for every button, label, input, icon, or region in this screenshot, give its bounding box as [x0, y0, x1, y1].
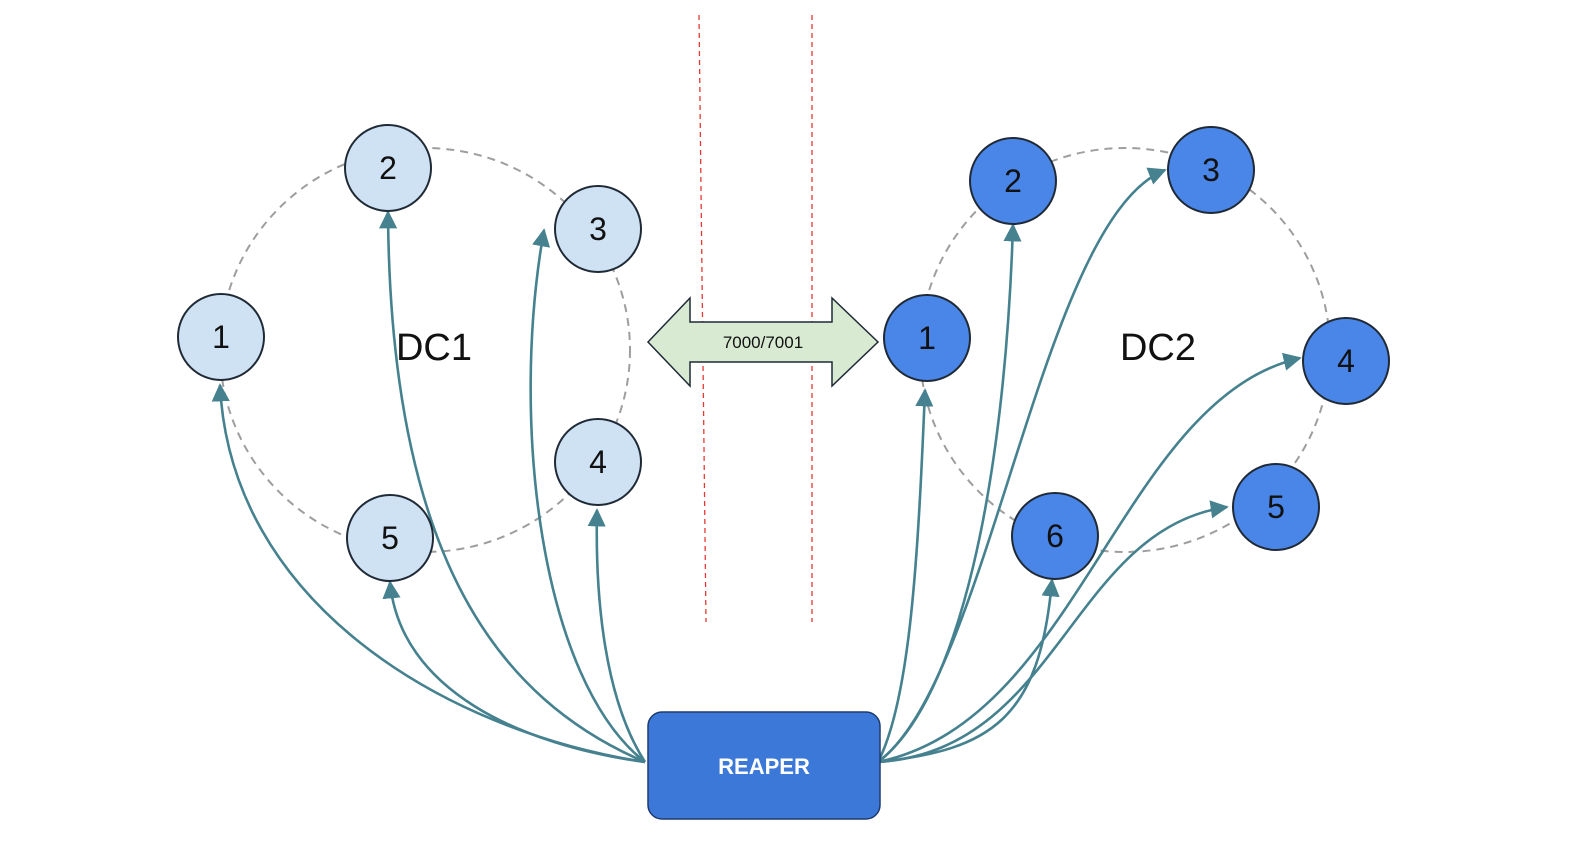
dc1-node-4: 4 — [554, 418, 642, 506]
separator-line-left — [698, 14, 707, 623]
dc1-node-5: 5 — [346, 494, 434, 582]
node-label: 5 — [1267, 489, 1285, 525]
dc2-node-2: 2 — [969, 137, 1057, 225]
connection-reaper-dc1-node-2 — [378, 210, 646, 764]
node-label: 3 — [1202, 152, 1220, 188]
dc2-node-1: 1 — [883, 294, 971, 382]
node-label: 1 — [918, 320, 936, 356]
dc1-label: DC1 — [396, 327, 472, 369]
dc2-node-6: 6 — [1011, 492, 1099, 580]
dc1-node-2: 2 — [344, 124, 432, 212]
inter-dc-link-label: 7000/7001 — [723, 333, 803, 352]
node-label: 1 — [212, 319, 230, 355]
node-label: 4 — [1337, 343, 1355, 379]
inter-dc-link-arrow — [646, 296, 880, 388]
reaper-label: REAPER — [718, 754, 810, 779]
connection-reaper-dc1-node-3 — [529, 228, 646, 764]
connection-reaper-dc2-node-3 — [877, 167, 1167, 764]
connection-reaper-dc2-node-1 — [876, 388, 934, 763]
node-label: 2 — [1004, 163, 1022, 199]
connection-reaper-dc1-node-5 — [382, 580, 646, 764]
node-label: 2 — [379, 150, 397, 186]
dc2-node-5: 5 — [1232, 463, 1320, 551]
dc1-node-1: 1 — [177, 293, 265, 381]
dc2-node-4: 4 — [1302, 317, 1390, 405]
connection-reaper-dc1-node-4 — [587, 508, 647, 763]
node-label: 6 — [1046, 518, 1064, 554]
dc2-label: DC2 — [1120, 327, 1196, 369]
node-label: 4 — [589, 444, 607, 480]
dc2-node-3: 3 — [1167, 126, 1255, 214]
connection-reaper-dc2-node-5 — [877, 500, 1229, 764]
dc1-node-3: 3 — [554, 185, 642, 273]
reaper-node: REAPER — [647, 711, 881, 820]
connection-reaper-dc2-node-4 — [877, 352, 1302, 764]
node-label: 3 — [589, 211, 607, 247]
node-label: 5 — [381, 520, 399, 556]
